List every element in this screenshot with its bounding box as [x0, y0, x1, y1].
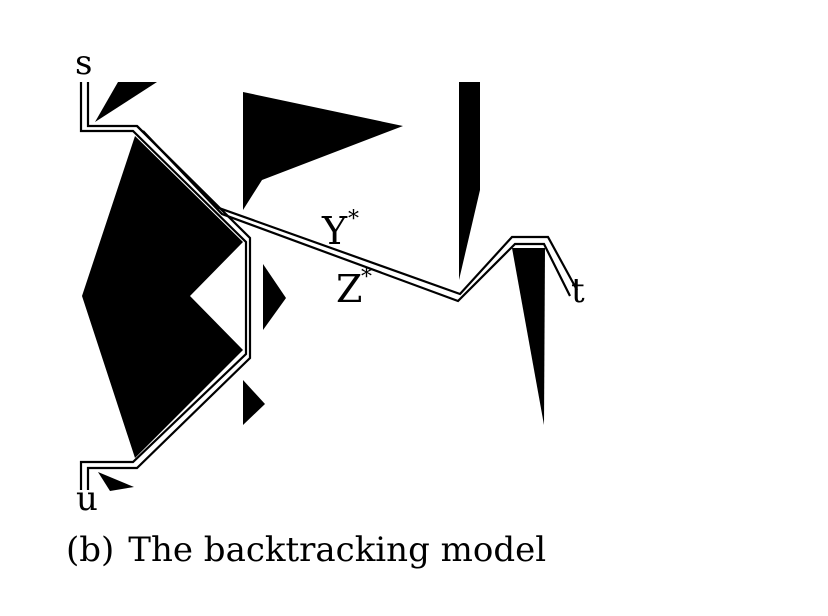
path-route-lower	[142, 130, 571, 303]
figure-caption: (b) The backtracking model	[66, 533, 546, 567]
caption-tag: (b)	[66, 530, 115, 570]
label-t: t	[571, 271, 585, 311]
obstacle-small-right-triangle	[263, 264, 286, 330]
obstacle-upper-flag	[243, 92, 403, 210]
obstacle-hanging-spike	[512, 248, 545, 425]
label-u: u	[76, 479, 98, 519]
obstacle-bottom-left-triangle	[98, 472, 134, 491]
label-y: Y	[321, 209, 348, 253]
caption-text: The backtracking model	[128, 530, 547, 570]
path-lines	[79, 82, 578, 490]
label-y-star: *	[348, 207, 359, 232]
label-x: X	[162, 187, 189, 231]
obstacle-lower-small-triangle	[243, 380, 265, 425]
obstacle-top-left-triangle	[95, 82, 157, 122]
path-left-inner	[86, 82, 252, 490]
label-s: s	[75, 43, 92, 83]
path-route-upper	[136, 125, 578, 296]
obstacle-left-diamond	[82, 136, 243, 458]
path-left-outer	[79, 82, 248, 490]
label-z: Z	[336, 267, 362, 311]
label-z-star: *	[361, 265, 372, 290]
obstacle-tall-spike	[459, 82, 480, 280]
